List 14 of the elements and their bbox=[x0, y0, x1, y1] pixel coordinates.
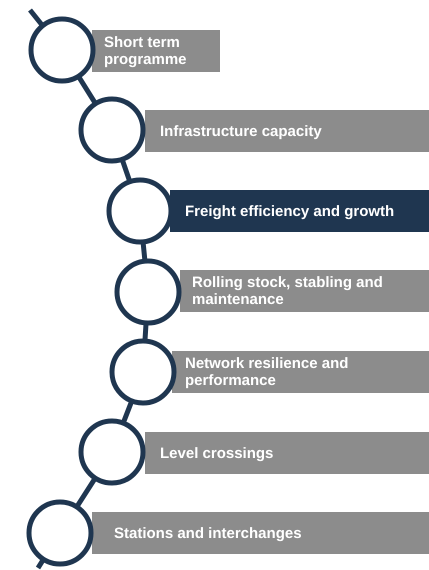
category-bar bbox=[145, 432, 429, 474]
category-bar bbox=[92, 512, 429, 554]
category-bar bbox=[145, 110, 429, 152]
bar-label: Freight efficiency and growth bbox=[185, 202, 394, 220]
bar-label: Infrastructure capacity bbox=[160, 122, 322, 140]
category-bar bbox=[92, 30, 220, 72]
bar-label: Stations and interchanges bbox=[114, 524, 302, 542]
category-bar bbox=[180, 270, 429, 312]
bar-label: Short term programme bbox=[104, 34, 188, 68]
bar-label: Rolling stock, stabling and maintenance bbox=[192, 274, 384, 308]
bar-label: Level crossings bbox=[160, 444, 274, 462]
bar-label: Network resilience and performance bbox=[185, 355, 350, 389]
category-bar bbox=[172, 351, 429, 393]
category-bar bbox=[170, 190, 429, 232]
